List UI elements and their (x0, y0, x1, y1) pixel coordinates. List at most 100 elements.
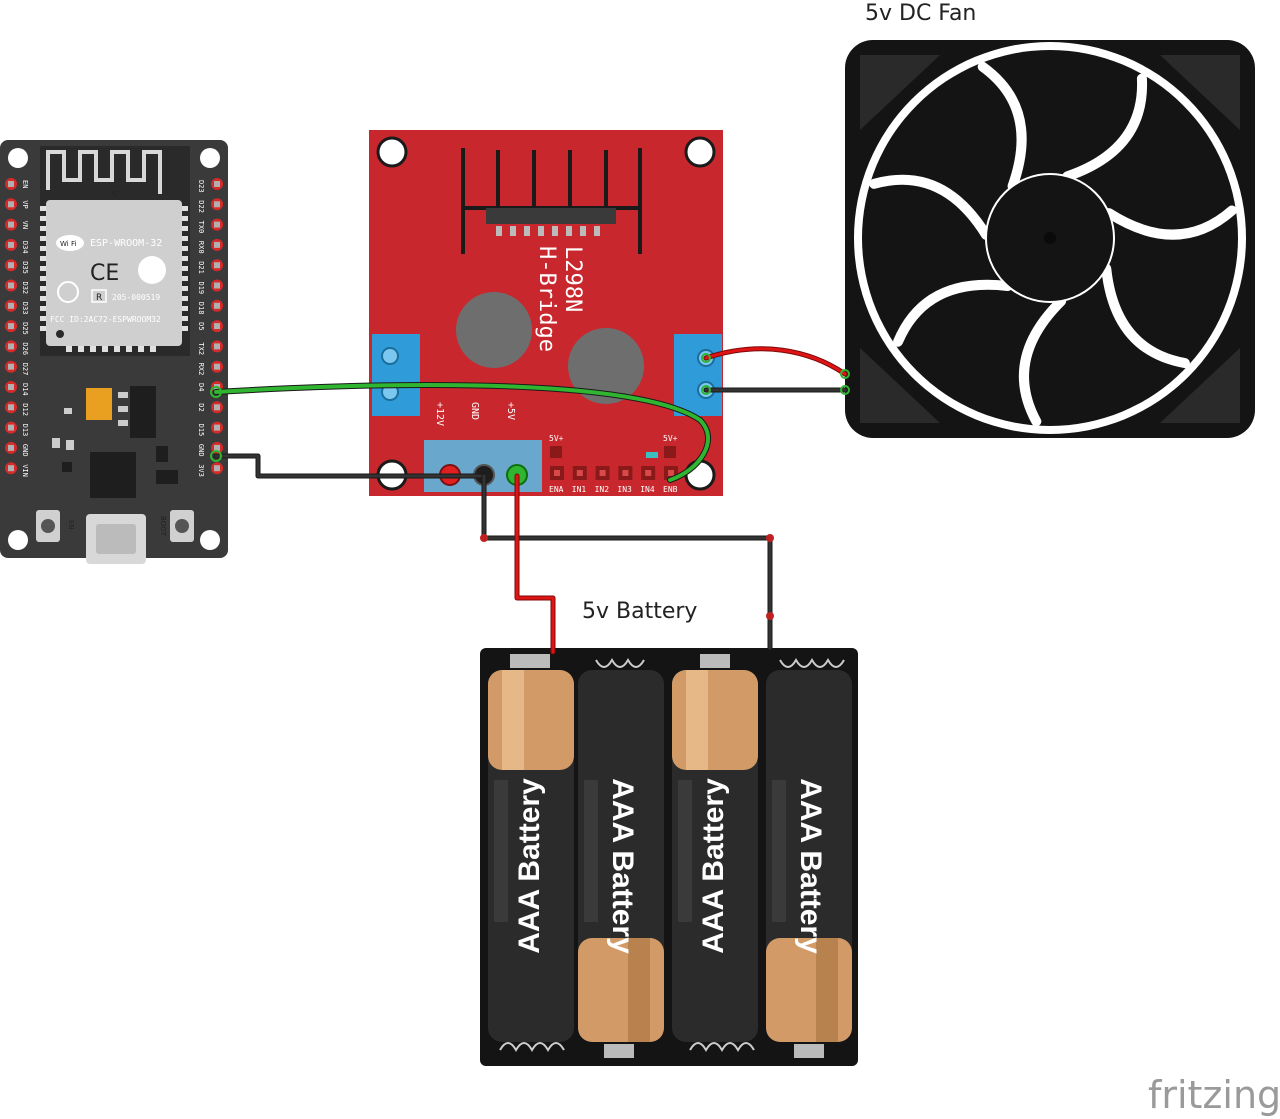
esp32-pin[interactable]: 3V3 (197, 462, 223, 477)
esp32-pin[interactable]: D19 (197, 279, 223, 295)
voltage-regulator (130, 386, 156, 438)
esp32-pin[interactable]: TX0 (197, 218, 223, 234)
logic-pin-label: IN1 (572, 485, 587, 494)
logic-pin[interactable]: IN3 (617, 466, 633, 494)
esp32-pin[interactable]: D33 (5, 299, 29, 315)
esp32-module: C ESP-WROOM-32 Wi Fi CE R 205-000519 FCC… (40, 146, 190, 356)
esp32-pin-label: D19 (197, 282, 205, 295)
boot-button-label: BOOT (159, 516, 167, 537)
logic-pin-label: IN2 (595, 485, 610, 494)
logic-pin-label: ENA (549, 485, 564, 494)
esp32-pin-label: TX0 (197, 221, 205, 234)
esp32-pin[interactable]: D15 (197, 421, 223, 437)
esp32-pin[interactable]: TX2 (197, 340, 223, 355)
dc-fan: 5v DC Fan (845, 1, 1255, 438)
wires (210, 346, 850, 655)
esp32-pin-label: D22 (197, 200, 205, 213)
battery-label-text: AAA Battery (606, 778, 639, 954)
wifi-label: Wi Fi (60, 240, 76, 248)
esp32-pin-label: VP (21, 200, 29, 208)
esp32-pin[interactable]: D26 (5, 340, 29, 355)
esp32-pin-label: D32 (21, 282, 29, 295)
en-button-label: EN (67, 520, 75, 530)
esp32-pin-label: D25 (21, 322, 29, 335)
esp32-pin[interactable]: D2 (197, 401, 223, 414)
esp32-pin[interactable]: D21 (197, 259, 223, 274)
esp32-pin[interactable]: D34 (5, 238, 29, 254)
l298n-hbridge: L298N H-Bridge +12V GND +5V 5V+ 5V+ (369, 130, 723, 496)
esp32-pin[interactable]: VN (5, 218, 29, 231)
motor-b-terminal (674, 334, 722, 416)
module-pads (40, 206, 188, 352)
esp32-pin-label: RX2 (197, 363, 205, 376)
fcc-id: FCC ID:2AC72-ESPWROOM32 (50, 315, 161, 324)
espressif-logo-icon (138, 256, 166, 284)
esp32-pin[interactable]: RX2 (197, 360, 223, 376)
logic-pin[interactable]: IN2 (595, 466, 610, 494)
esp32-pin[interactable]: D13 (5, 421, 29, 437)
battery-label-text: AAA Battery (697, 778, 730, 954)
esp32-pin[interactable]: D27 (5, 360, 29, 376)
fan-blade-edge (869, 174, 992, 240)
fan-blade-edge (893, 279, 1013, 347)
esp32-pin-label: D13 (21, 424, 29, 437)
esp32-pin[interactable]: GND (5, 441, 29, 457)
esp32-pin[interactable]: VIN (5, 462, 29, 477)
esp32-pin[interactable]: D14 (5, 381, 29, 396)
esp32-pin-label: TX2 (197, 342, 205, 355)
esp32-pin[interactable]: VP (5, 198, 29, 211)
esp32-pin-label: VIN (21, 464, 29, 477)
pwr-gnd-label: GND (469, 402, 480, 420)
wire-power-red (514, 473, 556, 655)
capacitor (86, 388, 112, 420)
esp32-pin[interactable]: D32 (5, 279, 29, 295)
battery-label: 5v Battery (582, 599, 697, 624)
l298n-chip (486, 208, 616, 224)
esp32-pin-label: D12 (21, 403, 29, 416)
esp32-pin[interactable]: RX0 (197, 238, 223, 254)
jumper-enb (646, 452, 658, 458)
v5-label-b: 5V+ (663, 434, 678, 443)
esp32-pin[interactable]: D35 (5, 259, 29, 274)
aaa-battery: AAA Battery (766, 670, 852, 1042)
esp32-pin-label: D18 (197, 302, 205, 315)
logic-pin-label: ENB (663, 485, 678, 494)
esp32-pin[interactable]: D25 (5, 320, 29, 335)
esp32-pin[interactable]: EN (5, 178, 29, 190)
esp32-pin[interactable]: D22 (197, 198, 223, 213)
hbridge-title: H-Bridge (534, 246, 559, 352)
fan-blade-edge (1019, 296, 1067, 427)
usb-uart-chip (90, 452, 136, 498)
wifi-logo: Wi Fi (56, 235, 84, 251)
esp32-right-header: D23D22TX0RX0D21D19D18D5TX2RX2D4D2D15GND3… (197, 178, 223, 477)
esp32-pin[interactable]: D23 (197, 178, 223, 193)
esp32-pin-label: D27 (21, 363, 29, 376)
esp32-pin[interactable]: D5 (197, 320, 223, 333)
logic-pin[interactable]: IN4 (640, 466, 656, 494)
esp32-pin[interactable]: D18 (197, 299, 223, 315)
esp32-pin-label: EN (21, 180, 29, 188)
ground-symbol-icon (57, 281, 79, 303)
esp32-pin-label: RX0 (197, 241, 205, 254)
esp32-pin-label: D21 (197, 261, 205, 274)
fan-blade-edge (1103, 205, 1237, 240)
esp32-board: C ESP-WROOM-32 Wi Fi CE R 205-000519 FCC… (0, 140, 228, 564)
ce-mark: CE (90, 261, 119, 286)
pwr-5v-label: +5V (505, 402, 516, 420)
fan-label: 5v DC Fan (865, 1, 976, 26)
logic-pin-label: IN4 (640, 485, 655, 494)
fan-blade-edge (1101, 263, 1190, 369)
module-name: ESP-WROOM-32 (90, 238, 162, 249)
capacitor-right (568, 328, 644, 404)
esp32-pin[interactable]: D12 (5, 401, 29, 416)
esp32-pin-label: GND (197, 444, 205, 457)
aaa-battery: AAA Battery (672, 670, 758, 1042)
logic-pin[interactable]: ENA (549, 466, 564, 494)
logic-pin[interactable]: IN1 (572, 466, 587, 494)
cert-number: 205-000519 (112, 293, 160, 302)
antenna-c-label: C (112, 190, 117, 198)
v5-label-a: 5V+ (549, 434, 564, 443)
